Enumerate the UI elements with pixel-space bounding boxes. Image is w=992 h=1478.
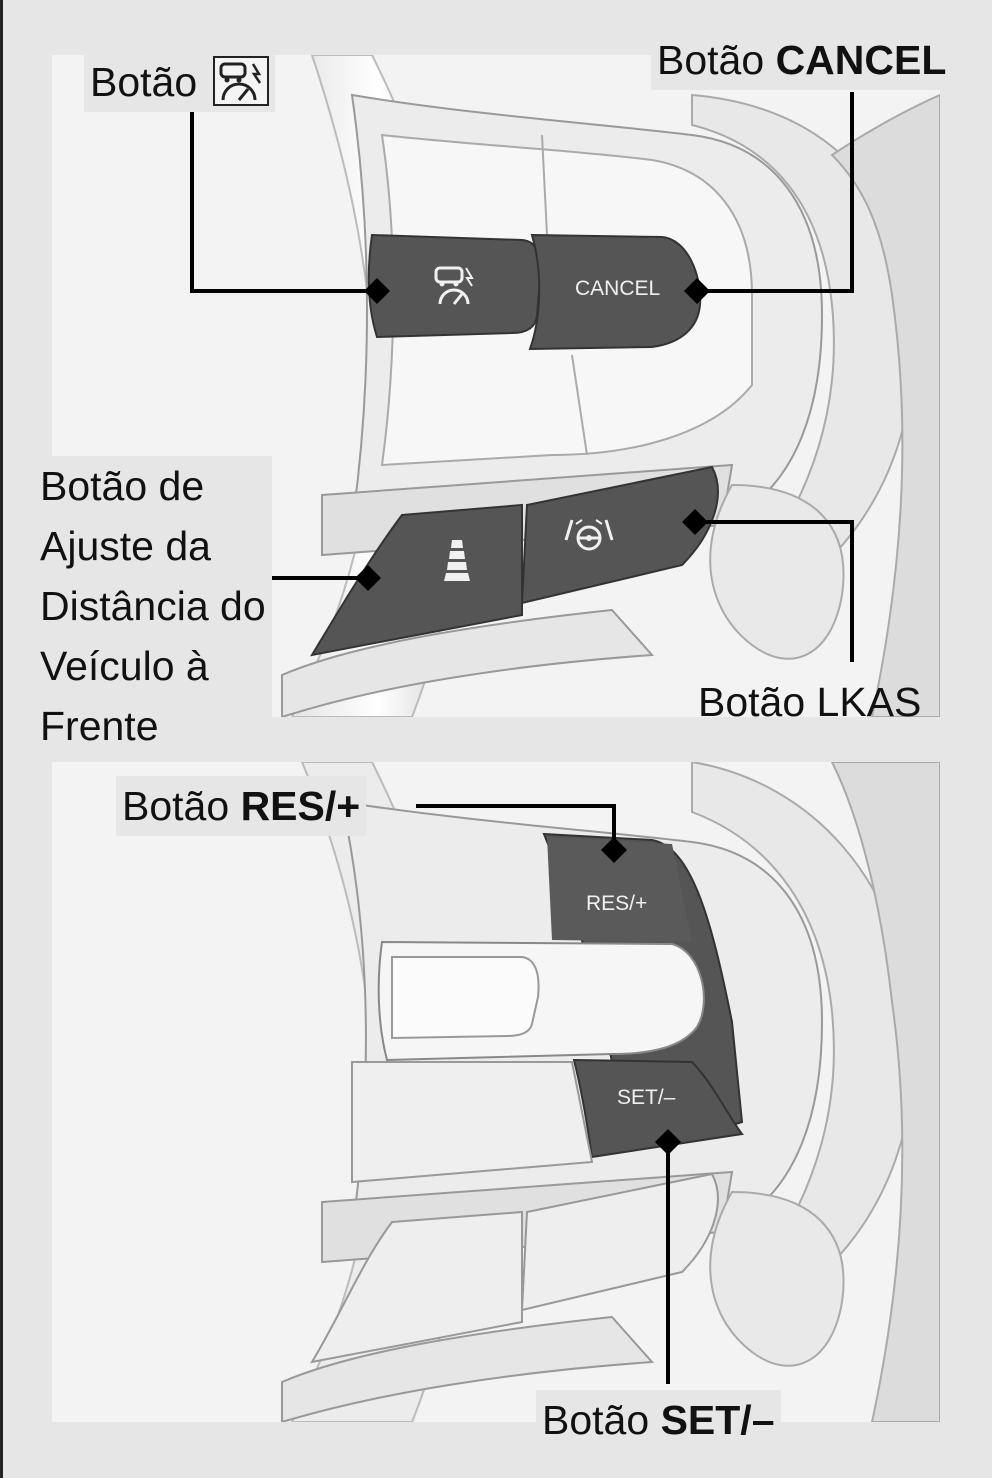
set-button-label: SET/–: [617, 1086, 676, 1109]
page-border: [0, 0, 3, 1478]
distance-pointer: [355, 565, 381, 591]
cancel-pointer: [684, 278, 710, 304]
res-button-callout: Botão RES/+: [116, 776, 367, 836]
steering-wheel-bottom-illustration: RES/+ SET/–: [52, 762, 940, 1422]
acc-cruise-icon: [212, 56, 269, 107]
distance-bars-icon: [444, 540, 470, 581]
res-pointer: [601, 837, 627, 863]
res-callout-prefix: Botão: [122, 783, 230, 829]
cancel-callout-bold: CANCEL: [775, 37, 947, 83]
set-callout-bold: SET/–: [660, 1397, 775, 1443]
distance-callout-text: Botão de Ajuste da Distância do Veículo …: [40, 463, 266, 749]
lkas-leader-line: [695, 520, 854, 662]
set-button-callout: Botão SET/–: [536, 1390, 781, 1450]
distance-button-callout: Botão de Ajuste da Distância do Veículo …: [36, 456, 272, 756]
acc-pointer: [364, 278, 390, 304]
lkas-lane-icon: [564, 519, 614, 551]
res-leader-line: [416, 804, 616, 850]
acc-callout-icon-drawing: [219, 62, 261, 102]
lkas-callout-text: Botão LKAS: [698, 679, 922, 725]
cancel-callout-prefix: Botão: [657, 37, 765, 83]
res-button-label: RES/+: [586, 892, 647, 915]
lkas-button-callout: Botão LKAS: [692, 672, 927, 732]
steering-wheel-bottom-drawing: RES/+ SET/–: [52, 762, 940, 1422]
acc-callout-text: Botão: [90, 59, 198, 105]
acc-leader-line: [190, 110, 377, 293]
acc-cruise-icon: [434, 266, 474, 305]
lkas-pointer: [682, 509, 708, 535]
res-callout-bold: RES/+: [240, 783, 361, 829]
cancel-button-callout: Botão CANCEL: [651, 30, 953, 90]
cancel-leader-line: [697, 92, 854, 293]
cancel-button-label: CANCEL: [575, 277, 660, 300]
set-callout-prefix: Botão: [542, 1397, 650, 1443]
set-pointer: [655, 1129, 681, 1155]
acc-button-callout: Botão: [84, 52, 275, 112]
